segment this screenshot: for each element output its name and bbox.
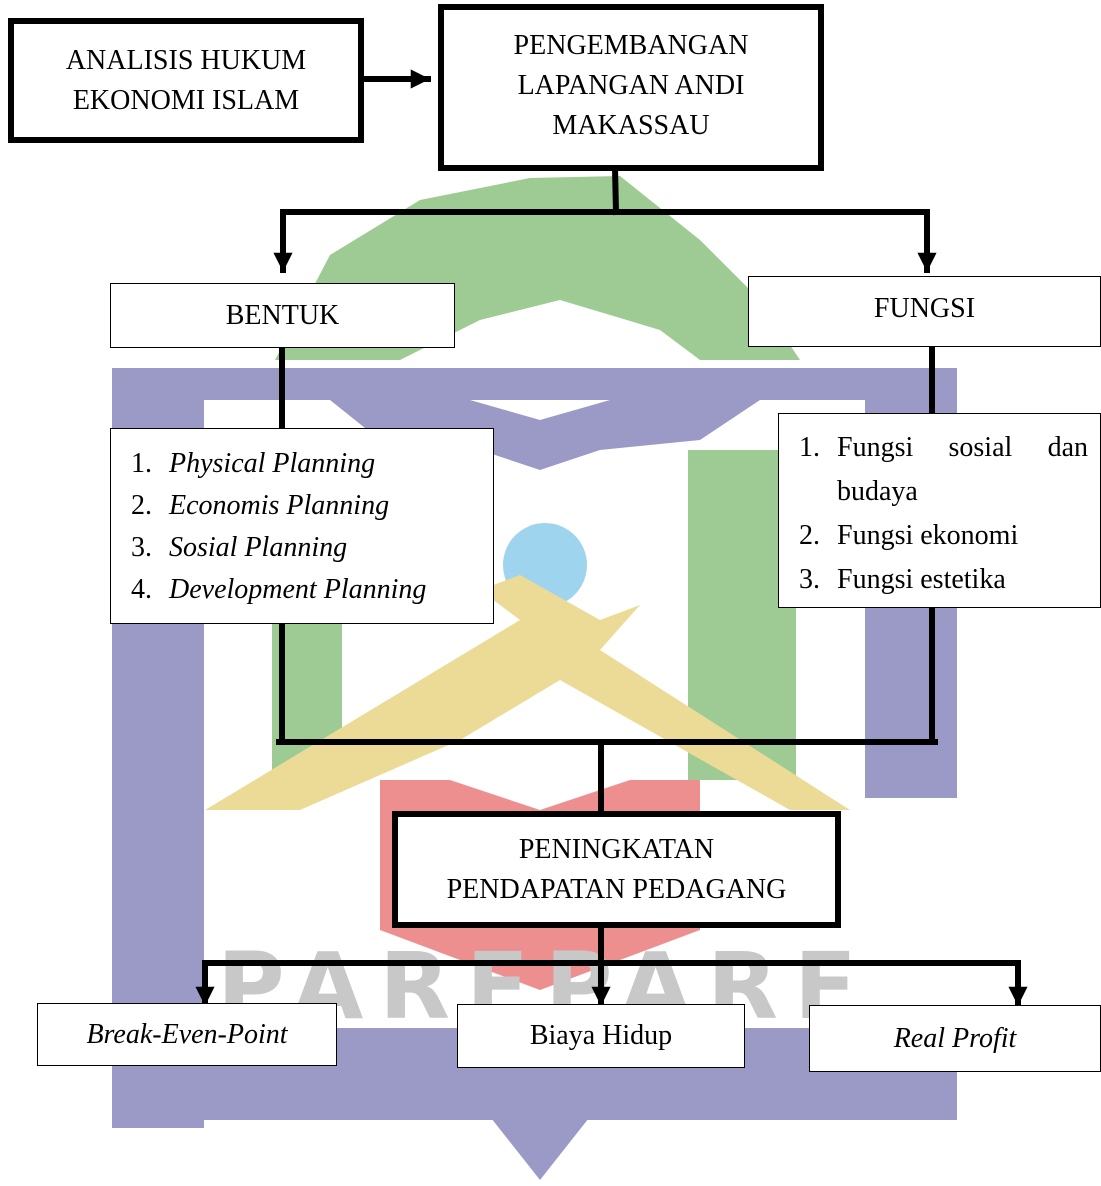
node-profit: Real Profit (809, 1005, 1101, 1072)
bentuk-item-text: Development Planning (169, 574, 427, 605)
node-pengembangan-line3: MAKASSAU (552, 110, 710, 141)
bentuk-list-item: 2. Economis Planning (111, 485, 493, 527)
node-pengembangan-line1: PENGEMBANGAN (513, 30, 749, 61)
bentuk-item-number: 3. (131, 532, 152, 563)
bentuk-item-number: 2. (131, 490, 152, 521)
node-pengembangan: PENGEMBANGAN LAPANGAN ANDI MAKASSAU (438, 4, 824, 171)
bentuk-item-text: Economis Planning (169, 490, 390, 521)
fungsi-item-number: 2. (799, 520, 820, 551)
node-peningkatan: PENINGKATAN PENDAPATAN PEDAGANG (392, 811, 841, 928)
fungsi-item-word: dan (1047, 432, 1088, 463)
bentuk-item-number: 1. (131, 448, 152, 479)
bentuk-list: 1. Physical Planning 2. Economis Plannin… (111, 443, 493, 611)
bentuk-list-item: 3. Sosial Planning (111, 527, 493, 569)
node-analisis-line2: EKONOMI ISLAM (72, 84, 300, 116)
fungsi-item-text: Fungsi estetika (837, 564, 1006, 595)
fungsi-item-number: 3. (799, 564, 820, 595)
node-peningkatan-line2: PENDAPATAN PEDAGANG (446, 873, 787, 905)
node-bentuk-label: BENTUK (225, 299, 340, 331)
fungsi-list-box: 1. Fungsi sosial dan budaya 2. Fungsi ek… (778, 413, 1101, 608)
node-fungsi-label: FUNGSI (873, 293, 976, 324)
node-analisis: ANALISIS HUKUM EKONOMI ISLAM (8, 18, 364, 143)
node-pengembangan-line2: LAPANGAN ANDI (517, 70, 745, 101)
bentuk-list-item: 4. Development Planning (111, 569, 493, 611)
fungsi-list: 1. Fungsi sosial dan budaya 2. Fungsi ek… (779, 426, 1088, 602)
node-bep: Break-Even-Point (37, 1003, 337, 1066)
node-profit-label: Real Profit (893, 1022, 1017, 1054)
line-pengembangan-down (611, 164, 620, 216)
fungsi-item-text-line1: Fungsi sosial dan (837, 426, 1088, 470)
node-bentuk: BENTUK (110, 283, 455, 348)
fungsi-list-item: 1. Fungsi sosial dan budaya (779, 426, 1088, 514)
watermark-yellow-roof (205, 575, 850, 810)
bentuk-item-text: Physical Planning (169, 448, 376, 479)
fungsi-item-word: Fungsi (837, 432, 914, 463)
node-analisis-line1: ANALISIS HUKUM (65, 44, 307, 76)
fungsi-item-number: 1. (799, 432, 820, 463)
node-fungsi: FUNGSI (748, 276, 1101, 347)
fungsi-item-text: Fungsi ekonomi (837, 520, 1019, 551)
node-biaya: Biaya Hidup (457, 1004, 745, 1068)
fungsi-item-word: sosial (948, 432, 1013, 463)
bentuk-item-text: Sosial Planning (169, 532, 348, 563)
bentuk-item-number: 4. (131, 574, 152, 605)
node-bep-label: Break-Even-Point (86, 1018, 288, 1050)
fungsi-item-text-line2: budaya (837, 476, 918, 507)
fungsi-list-item: 3. Fungsi estetika (779, 558, 1088, 602)
bentuk-list-box: 1. Physical Planning 2. Economis Plannin… (110, 428, 494, 624)
node-peningkatan-line1: PENINGKATAN (518, 833, 715, 865)
node-biaya-label: Biaya Hidup (529, 1020, 673, 1051)
fungsi-list-item: 2. Fungsi ekonomi (779, 514, 1088, 558)
bentuk-list-item: 1. Physical Planning (111, 443, 493, 485)
